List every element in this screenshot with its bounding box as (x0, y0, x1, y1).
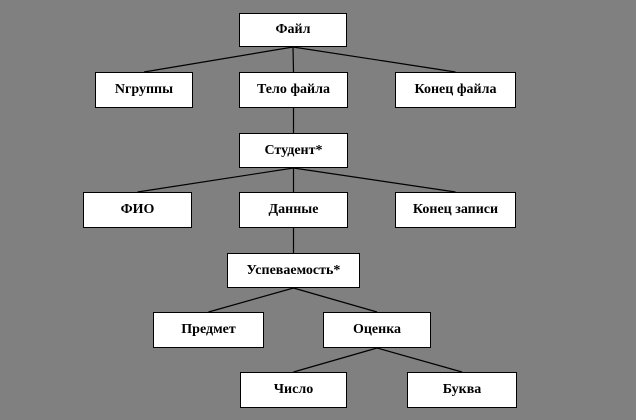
node-file-end: Конец файла (395, 72, 516, 108)
connector-line (293, 287, 378, 313)
node-label: Конец записи (412, 202, 499, 217)
node-label: Конец файла (414, 82, 497, 97)
node-label: Успеваемость* (246, 262, 341, 278)
node-label: Nгруппы (114, 82, 174, 97)
node-label: Файл (275, 22, 311, 37)
node-label: Данные (268, 202, 319, 217)
node-number: Число (240, 372, 347, 408)
connector-line (137, 167, 294, 193)
node-label: ФИО (120, 202, 155, 217)
node-performance: Успеваемость* (227, 253, 360, 288)
node-file: Файл (239, 13, 347, 47)
node-grade: Оценка (323, 312, 431, 348)
node-student: Студент* (239, 133, 348, 168)
node-ngroups: Nгруппы (95, 72, 193, 108)
node-label: Тело файла (257, 82, 330, 97)
node-label: Число (273, 382, 314, 397)
node-label: Буква (442, 382, 482, 397)
node-label: Студент* (264, 142, 323, 158)
node-label: Оценка (352, 322, 402, 337)
connector-line (292, 46, 295, 73)
node-data: Данные (239, 192, 348, 228)
connector-line (376, 347, 463, 373)
connector-line (292, 46, 456, 73)
node-label: Предмет (181, 322, 236, 337)
connector-line (293, 347, 378, 373)
connector-line (143, 46, 294, 73)
node-fio: ФИО (83, 192, 192, 228)
connector-line (293, 167, 456, 193)
node-record-end: Конец записи (395, 192, 516, 228)
node-file-body: Тело файла (239, 72, 348, 108)
node-letter: Буква (407, 372, 517, 408)
connector-line (208, 287, 294, 313)
node-subject: Предмет (153, 312, 264, 348)
